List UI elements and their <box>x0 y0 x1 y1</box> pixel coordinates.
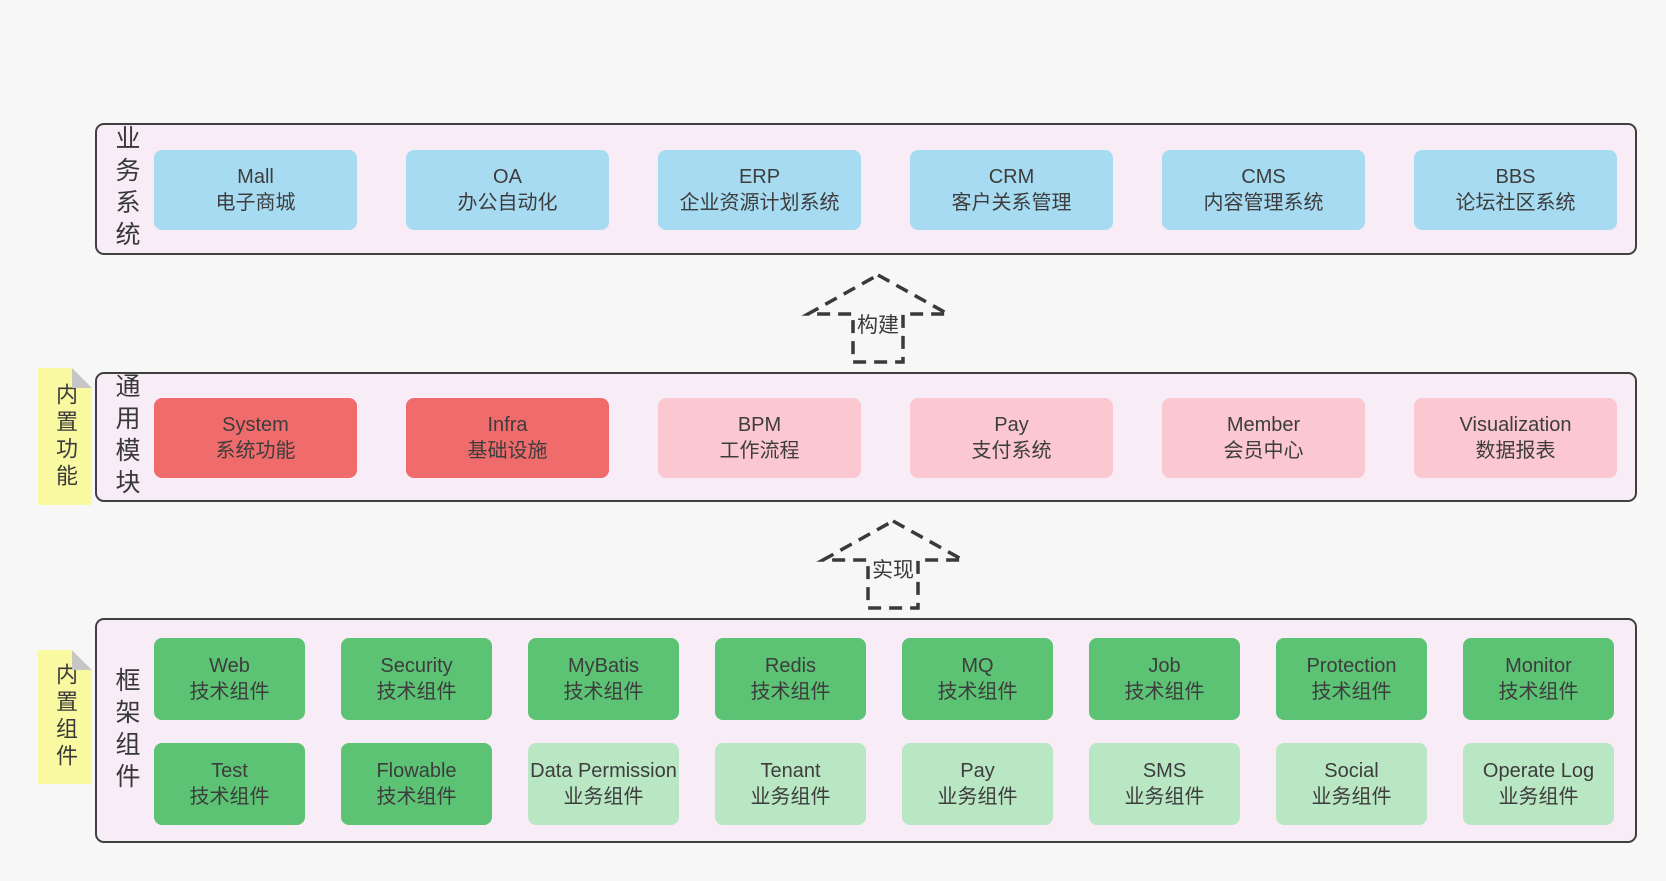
sticky-label: 内置功能 <box>53 382 78 491</box>
sticky-label: 内置组件 <box>53 663 78 771</box>
sticky-note-built-in-components: 内置组件 <box>38 650 92 784</box>
folded-corner-icon <box>72 368 92 388</box>
arrow-implement-label: 实现 <box>870 554 916 584</box>
layer-label: 通用模块 <box>112 373 140 501</box>
arrow-build-label: 构建 <box>855 309 901 339</box>
folded-corner-icon <box>72 650 92 670</box>
sticky-note-built-in-features: 内置功能 <box>38 368 92 505</box>
layer-label: 业务系统 <box>112 125 140 253</box>
layer-label: 框架组件 <box>112 666 140 795</box>
